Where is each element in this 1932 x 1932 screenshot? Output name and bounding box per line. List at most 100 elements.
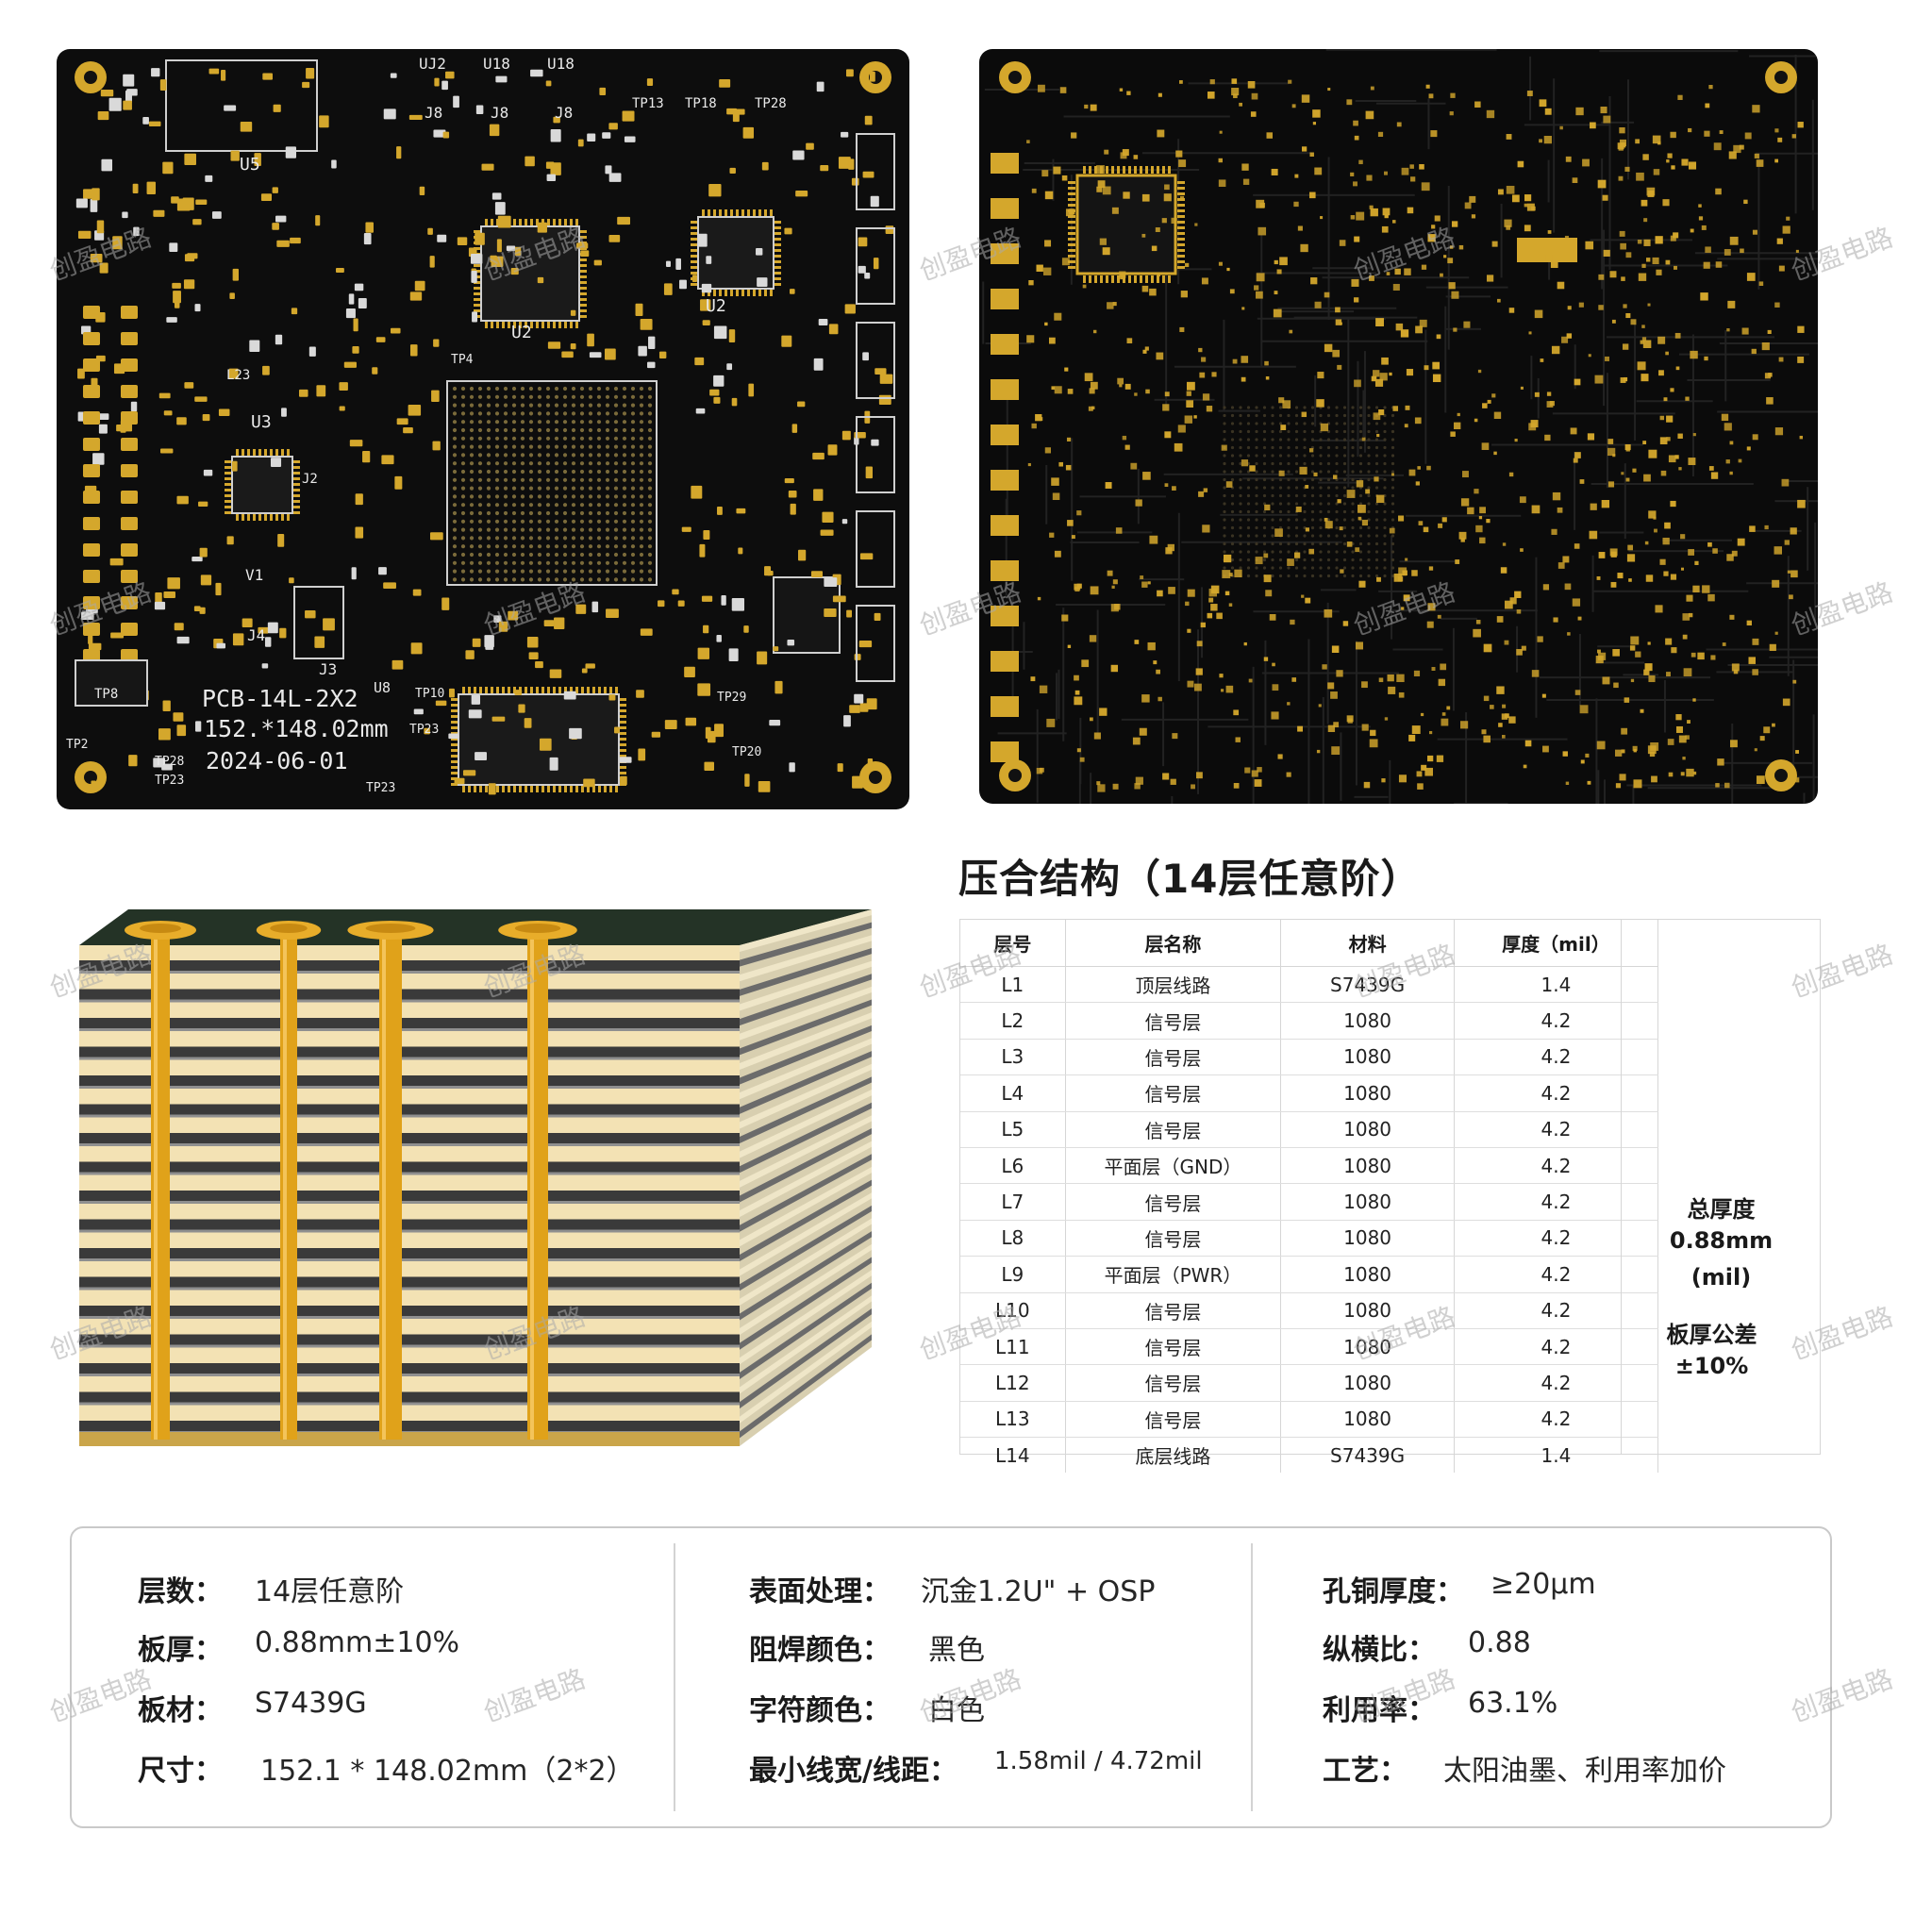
layer-name-cell: 信号层 bbox=[1065, 1074, 1282, 1112]
pcb-bottom-artwork bbox=[982, 49, 1818, 804]
layer-material-cell: 1080 bbox=[1280, 1039, 1455, 1076]
spec-label: 层数： bbox=[138, 1575, 223, 1608]
silk-tp28: TP28 bbox=[755, 96, 787, 111]
silk-v1: V1 bbox=[245, 566, 264, 584]
spec-divider-2 bbox=[1251, 1543, 1253, 1811]
tolerance-value: ±10% bbox=[1674, 1353, 1749, 1379]
silk-u18a: U18 bbox=[483, 55, 510, 73]
silk-u8: U8 bbox=[374, 679, 391, 696]
spec-panel: 层数： 14层任意阶 板厚： 0.88mm±10% 板材： S7439G 尺寸：… bbox=[70, 1526, 1832, 1828]
header-thickness: 厚度（mil） bbox=[1454, 920, 1659, 967]
silk-tp10: TP10 bbox=[415, 687, 445, 701]
spec-value: 黑色 bbox=[928, 1634, 985, 1667]
spec-label: 利用率： bbox=[1323, 1694, 1436, 1727]
pcb-top-artwork bbox=[75, 59, 895, 795]
layer-name-cell: 底层线路 bbox=[1065, 1437, 1282, 1474]
tolerance-label: 板厚公差 bbox=[1666, 1322, 1757, 1348]
spec-value: S7439G bbox=[255, 1687, 367, 1720]
layer-no-cell: L1 bbox=[960, 966, 1066, 1004]
silk-tp23c: TP23 bbox=[409, 723, 440, 737]
layer-name-cell: 信号层 bbox=[1065, 1292, 1282, 1329]
layer-thickness-cell: 4.2 bbox=[1454, 1292, 1659, 1329]
layer-no-cell: L2 bbox=[960, 1002, 1066, 1040]
silk-tp13: TP13 bbox=[632, 96, 664, 111]
spec-value: 0.88mm±10% bbox=[255, 1626, 460, 1659]
layer-no-cell: L3 bbox=[960, 1039, 1066, 1076]
layer-no-cell: L10 bbox=[960, 1292, 1066, 1329]
layer-material-cell: 1080 bbox=[1280, 1401, 1455, 1439]
stackup-illustration bbox=[79, 909, 872, 1446]
layer-name-cell: 平面层（GND） bbox=[1065, 1147, 1282, 1185]
spec-label: 字符颜色： bbox=[749, 1694, 891, 1727]
total-thickness-box: 总厚度 0.88mm (mil) 板厚公差 ±10% bbox=[1621, 920, 1821, 1454]
layer-thickness-cell: 4.2 bbox=[1454, 1074, 1659, 1112]
layer-no-cell: L9 bbox=[960, 1256, 1066, 1293]
spec-divider-1 bbox=[674, 1543, 675, 1811]
spec-value: 152.1 * 148.02mm（2*2） bbox=[260, 1755, 635, 1788]
spec-label: 纵横比： bbox=[1323, 1634, 1436, 1667]
layer-thickness-cell: 4.2 bbox=[1454, 1328, 1659, 1366]
layer-name-cell: 信号层 bbox=[1065, 1039, 1282, 1076]
layer-no-cell: L4 bbox=[960, 1074, 1066, 1112]
spec-value: 63.1% bbox=[1468, 1687, 1558, 1720]
spec-label: 工艺： bbox=[1323, 1755, 1407, 1788]
layer-thickness-cell: 4.2 bbox=[1454, 1039, 1659, 1076]
silk-j8a: J8 bbox=[425, 104, 443, 122]
layer-name-cell: 信号层 bbox=[1065, 1002, 1282, 1040]
spec-value: ≥20μm bbox=[1491, 1568, 1596, 1601]
header-layer-no: 层号 bbox=[960, 920, 1066, 967]
spec-value: 太阳油墨、利用率加价 bbox=[1443, 1755, 1726, 1788]
layer-thickness-cell: 4.2 bbox=[1454, 1147, 1659, 1185]
silk-uj2: UJ2 bbox=[419, 55, 446, 73]
silk-j4: J4 bbox=[247, 626, 266, 644]
layer-name-cell: 信号层 bbox=[1065, 1183, 1282, 1221]
pcb-top-side-image: PCB-14L-2X2 152.*148.02mm 2024-06-01 U5 … bbox=[57, 49, 909, 809]
header-layer-name: 层名称 bbox=[1065, 920, 1282, 967]
silk-u2b: U2 bbox=[706, 296, 726, 316]
silk-j3: J3 bbox=[319, 660, 338, 678]
layer-material-cell: 1080 bbox=[1280, 1147, 1455, 1185]
layer-material-cell: 1080 bbox=[1280, 1256, 1455, 1293]
layer-thickness-cell: 4.2 bbox=[1454, 1183, 1659, 1221]
layer-material-cell: 1080 bbox=[1280, 1328, 1455, 1366]
layer-thickness-cell: 4.2 bbox=[1454, 1401, 1659, 1439]
silk-tp8: TP8 bbox=[94, 687, 119, 702]
layer-no-cell: L5 bbox=[960, 1111, 1066, 1148]
layer-no-cell: L6 bbox=[960, 1147, 1066, 1185]
layer-thickness-cell: 4.2 bbox=[1454, 1256, 1659, 1293]
layer-no-cell: L13 bbox=[960, 1401, 1066, 1439]
layer-material-cell: 1080 bbox=[1280, 1002, 1455, 1040]
total-thickness-value: 0.88mm bbox=[1669, 1227, 1774, 1254]
layer-thickness-cell: 1.4 bbox=[1454, 966, 1659, 1004]
layer-material-cell: 1080 bbox=[1280, 1292, 1455, 1329]
silk-u3: U3 bbox=[251, 412, 272, 432]
layer-material-cell: 1080 bbox=[1280, 1183, 1455, 1221]
silk-tp18: TP18 bbox=[685, 96, 717, 111]
silk-tp28b: TP28 bbox=[155, 755, 185, 769]
silk-l23: L23 bbox=[226, 368, 251, 383]
silk-tp4: TP4 bbox=[451, 353, 474, 367]
total-thickness-unit: (mil) bbox=[1690, 1264, 1752, 1291]
silk-j8b: J8 bbox=[491, 104, 509, 122]
stackup-title: 压合结构（14层任意阶） bbox=[958, 856, 1422, 902]
spec-label: 最小线宽/线距： bbox=[749, 1755, 958, 1788]
spec-value: 14层任意阶 bbox=[255, 1575, 405, 1608]
layer-material-cell: S7439G bbox=[1280, 1437, 1455, 1474]
layer-material-cell: S7439G bbox=[1280, 966, 1455, 1004]
layer-thickness-cell: 4.2 bbox=[1454, 1111, 1659, 1148]
spec-label: 阻焊颜色： bbox=[749, 1634, 891, 1667]
layer-no-cell: L14 bbox=[960, 1437, 1066, 1474]
layer-no-cell: L8 bbox=[960, 1220, 1066, 1257]
spec-value: 白色 bbox=[928, 1694, 985, 1727]
layer-name-cell: 信号层 bbox=[1065, 1328, 1282, 1366]
layer-no-cell: L12 bbox=[960, 1364, 1066, 1402]
layer-name-cell: 信号层 bbox=[1065, 1220, 1282, 1257]
